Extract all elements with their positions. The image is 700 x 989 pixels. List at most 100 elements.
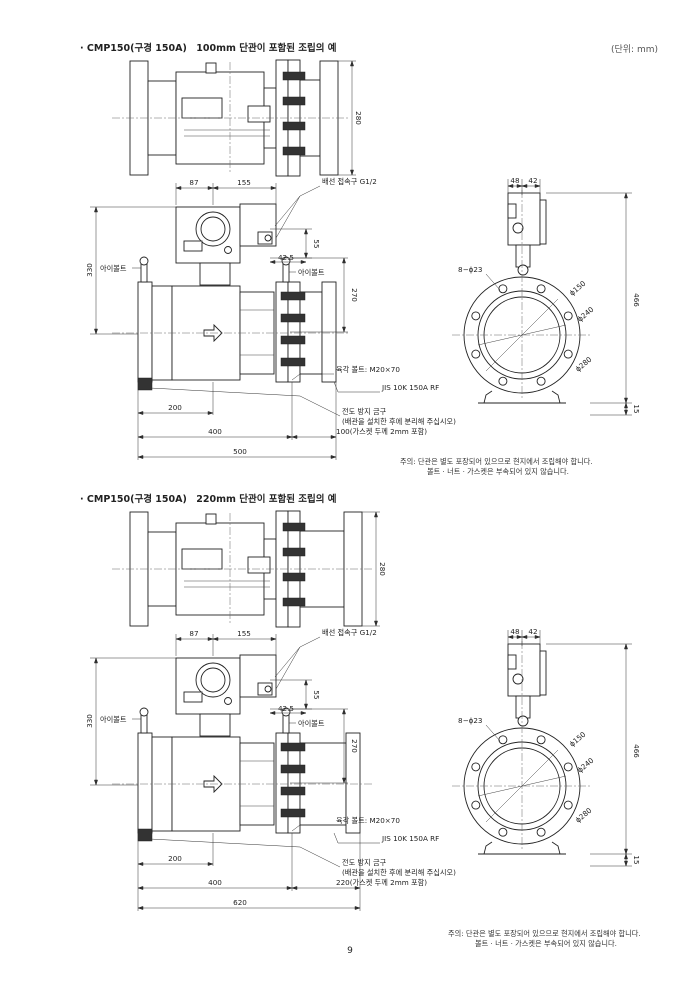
dim-55: 55	[312, 690, 321, 699]
terminal-box-top	[181, 548, 223, 570]
dimension-arrows	[304, 228, 308, 259]
eyebolt-left-label: 아이볼트	[100, 264, 127, 273]
display-label	[183, 691, 203, 703]
bolt-nut	[280, 808, 306, 818]
side-neck	[515, 695, 531, 719]
bolt-hole	[563, 349, 573, 359]
dimension-arrows	[350, 60, 354, 176]
bolt-hole	[498, 376, 508, 386]
wire-port-leader	[275, 195, 301, 239]
dimension-arrows	[212, 637, 277, 641]
bolt-hole	[471, 800, 481, 810]
dimension-arrows	[342, 257, 346, 333]
ground-bracket-note: (배관을 설치한 후에 분리해 주십시오)	[342, 868, 456, 877]
jis-leader	[333, 832, 380, 844]
dim-270: 270	[350, 739, 359, 753]
dim-top-height: 280	[378, 562, 387, 576]
bolt-hole	[536, 827, 546, 837]
bolt-nut	[280, 313, 306, 323]
wire-port-plug	[264, 234, 272, 242]
ground-bracket	[137, 377, 153, 391]
dimension-arrows	[137, 435, 293, 439]
pcd-diagonal	[477, 324, 567, 346]
side-terminal-detail	[507, 203, 517, 219]
dim-87: 87	[189, 629, 198, 638]
dimension-arrows	[94, 657, 98, 786]
eyebolt-top	[205, 62, 217, 74]
bolt-nut	[280, 291, 306, 301]
dimension-arrows	[137, 886, 293, 890]
bolt-holes-label: 8−ϕ23	[458, 716, 482, 725]
bolt-nut	[280, 335, 306, 345]
ground-bracket-label: 전도 방지 금구	[342, 407, 387, 416]
dim-spacer: 220(가스켓 두께 2mm 포함)	[336, 878, 427, 887]
bolt-nut-top	[282, 597, 306, 607]
section1-note-1: 주의: 단관은 별도 포장되어 있으므로 현지에서 조립해야 합니다.	[400, 457, 593, 466]
dimension-arrows	[291, 886, 361, 890]
bolt-hole	[563, 311, 573, 321]
eyebolt-left-ring	[139, 256, 149, 266]
bolt-hole	[563, 762, 573, 772]
bolt-nut-top	[282, 71, 306, 81]
section2-title: · CMP150(구경 150A) 220mm 단관이 포함된 조립의 예	[80, 494, 337, 505]
bolt-nut-top	[282, 146, 306, 156]
bolt-nut-top	[282, 522, 306, 532]
dimension-arrows	[212, 186, 277, 190]
holes-leader	[485, 724, 501, 742]
dimension-arrows	[342, 708, 346, 784]
unit-label: (단위: mm)	[610, 45, 658, 55]
ground-bracket-label: 전도 방지 금구	[342, 858, 387, 867]
eyebolt-top	[205, 513, 217, 525]
eyebolt-right-ring	[281, 256, 291, 266]
dim-400: 400	[208, 427, 222, 436]
dimension-arrows	[521, 635, 541, 639]
side-terminal-detail	[507, 654, 517, 670]
wire-port-top	[247, 105, 271, 123]
bolt-hole	[498, 827, 508, 837]
left-flange	[137, 281, 153, 383]
side-terminal-box	[507, 643, 541, 697]
hex-bolt-label: 육각 볼트: M20×70	[336, 816, 400, 825]
section1-note-2: 볼트 · 너트 · 가스켓은 부속되어 있지 않습니다.	[427, 467, 569, 476]
dim-total: 500	[233, 447, 247, 456]
bolt-hole	[498, 284, 508, 294]
side-neck-ring	[517, 264, 529, 276]
bolt-nut	[280, 357, 306, 367]
dimension-arrows	[269, 711, 307, 715]
side-neck-ring	[517, 715, 529, 727]
dimension-arrows	[624, 402, 628, 416]
wire-port-top	[247, 556, 271, 574]
jis-leader	[333, 381, 380, 393]
bolt-nut-top	[282, 547, 306, 557]
bolt-hole	[471, 311, 481, 321]
wire-port-label: 배선 접속구 G1/2	[322, 628, 377, 637]
dimension-arrows	[507, 184, 523, 188]
dim-466: 466	[632, 744, 641, 758]
bolt-nut	[280, 786, 306, 796]
dimension-arrows	[269, 260, 307, 264]
eyebolt-right-label: 아이볼트	[298, 268, 325, 277]
dimension-arrows	[175, 186, 214, 190]
section2-note-1: 주의: 단관은 별도 포장되어 있으므로 현지에서 조립해야 합니다.	[448, 929, 641, 938]
dim-155: 155	[237, 178, 251, 187]
dim-270: 270	[350, 288, 359, 302]
dim-48: 48	[510, 627, 520, 636]
phi280-label: ϕ280	[574, 354, 594, 373]
side-terminal-box	[507, 192, 541, 246]
wire-port-leader	[274, 636, 321, 678]
display-label	[183, 240, 203, 252]
wire-port-leader	[275, 646, 301, 690]
side-screw	[512, 222, 524, 234]
phi240-label: ϕ240	[576, 755, 596, 774]
dim-42-5: 42.5	[278, 253, 294, 262]
dim-top-height: 280	[354, 111, 363, 125]
side-screw	[512, 673, 524, 685]
bolt-nut-top	[282, 121, 306, 131]
eyebolt-right-ring	[281, 707, 291, 717]
phi280-label: ϕ280	[574, 805, 594, 824]
bolt-hole	[471, 762, 481, 772]
section1-notes: 주의: 단관은 별도 포장되어 있으므로 현지에서 조립해야 합니다. 볼트 ·…	[400, 457, 593, 477]
wire-port-leader	[274, 185, 321, 227]
